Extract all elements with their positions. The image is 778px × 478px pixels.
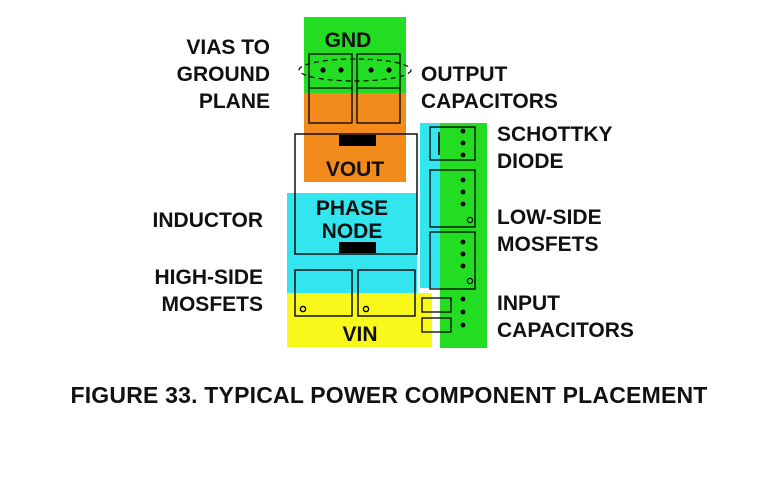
phase-node-label: PHASE NODE — [315, 197, 389, 243]
schottky-diode — [429, 126, 476, 161]
figure-caption: FIGURE 33. TYPICAL POWER COMPONENT PLACE… — [70, 382, 708, 408]
input-capacitor-bottom — [421, 317, 452, 333]
input-capacitor-top — [421, 297, 452, 313]
gnd-zone — [304, 17, 406, 93]
low-side-mosfet-bottom — [429, 231, 476, 290]
vin-label: VIN — [342, 323, 378, 346]
input-capacitors-label: INPUT CAPACITORS — [497, 292, 634, 342]
low-side-mosfets — [429, 169, 476, 290]
ground-vias-outline — [298, 58, 412, 82]
output-capacitors — [308, 53, 401, 124]
vin-zone — [287, 293, 432, 347]
schottky-diode-label: SCHOTTKY DIODE — [497, 123, 613, 173]
low-side-mosfets-label: LOW-SIDE MOSFETS — [497, 206, 602, 256]
output-capacitors-label: OUTPUT CAPACITORS — [421, 63, 558, 113]
inductor-pad-bottom — [339, 242, 376, 253]
high-side-mosfets — [294, 269, 416, 317]
inductor-label: INDUCTOR — [152, 209, 263, 232]
inductor — [294, 133, 418, 255]
high-side-mosfet-right — [357, 269, 416, 317]
low-side-mosfet-top — [429, 169, 476, 228]
vout-label: VOUT — [325, 158, 385, 181]
gnd-label: GND — [324, 29, 372, 52]
input-capacitors — [421, 296, 466, 333]
high-side-mosfet-left — [294, 269, 353, 317]
vias-to-ground-plane-label: VIAS TO GROUND PLANE — [176, 36, 270, 113]
inductor-pad-top — [339, 135, 376, 146]
ground-vias — [320, 67, 392, 73]
high-side-mosfets-label: HIGH-SIDE MOSFETS — [154, 266, 263, 316]
